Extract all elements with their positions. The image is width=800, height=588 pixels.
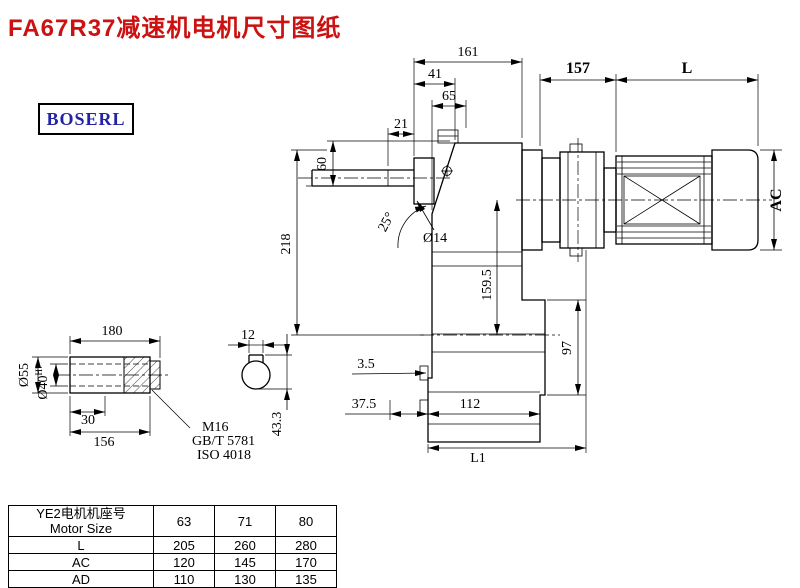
table-row-L: L 205 260 280 [8, 536, 337, 554]
dim-label-43-3: 43.3 [270, 412, 285, 437]
dim-157: 157 [539, 60, 617, 152]
dim-label-60: 60 [315, 157, 330, 171]
dim-97: 97 [547, 299, 586, 396]
dim-label-30: 30 [81, 413, 95, 428]
dim-12: 12 [228, 328, 284, 353]
dim-label-diameter-40: Ø40H7 [34, 364, 51, 400]
table-size-71: 71 [214, 505, 276, 537]
table-row-label-AC: AC [8, 553, 154, 571]
dim-3-5: 3.5 [351, 357, 427, 377]
dim-65: 65 [431, 89, 467, 210]
dim-37-5: 37.5 [345, 397, 428, 420]
table-row-label-L: L [8, 536, 154, 554]
dim-angle-25: 25° [376, 205, 427, 249]
dim-label-diameter-14: Ø14 [423, 231, 447, 246]
dim-label-3-5: 3.5 [357, 357, 375, 372]
motor-size-table: YE2电机机座号 Motor Size 63 71 80 L 205 260 2… [8, 505, 337, 588]
dim-AC: AC [760, 149, 785, 251]
shaft-detail [56, 356, 170, 394]
dim-label-angle-25: 25° [376, 210, 398, 234]
table-cell: 135 [275, 570, 337, 588]
dim-43-3: 43.3 [258, 334, 292, 436]
table-row-label-AD: AD [8, 570, 154, 588]
dim-label-diameter-55: Ø55 [17, 363, 32, 387]
table-header-en: Motor Size [49, 521, 113, 536]
table-cell: 205 [153, 536, 215, 554]
dim-diameter-55: Ø55 [17, 356, 68, 394]
dim-161: 161 [413, 45, 523, 156]
table-header-motor-size: YE2电机机座号 Motor Size [8, 505, 154, 537]
motor-assembly [420, 138, 772, 336]
dim-156: 156 [70, 396, 151, 450]
dim-label-21: 21 [394, 117, 408, 132]
table-cell: 130 [214, 570, 276, 588]
brand-logo-text: BOSERL [46, 108, 126, 129]
dim-180: 180 [69, 324, 161, 358]
key-cross-section [241, 354, 271, 390]
dim-label-97: 97 [560, 341, 575, 355]
dim-30: 30 [69, 396, 106, 436]
table-row-AD: AD 110 130 135 [8, 570, 337, 588]
dim-diameter-14: Ø14 [416, 200, 447, 246]
standard-gb-label: GB/T 5781 [192, 434, 255, 449]
table-row-AC: AC 120 145 170 [8, 553, 337, 571]
table-cell: 280 [275, 536, 337, 554]
dim-60: 60 [306, 140, 450, 187]
brand-logo: BOSERL [38, 103, 134, 135]
dim-159-5: 159.5 [480, 200, 500, 335]
dim-112: 112 [428, 397, 540, 417]
dim-label-65: 65 [442, 89, 456, 104]
table-cell: 145 [214, 553, 276, 571]
dim-L1: L1 [427, 250, 587, 466]
page-title: FA67R37减速机电机尺寸图纸 [8, 15, 342, 42]
dim-label-180: 180 [102, 324, 123, 339]
dim-label-112: 112 [460, 397, 480, 412]
dim-label-41: 41 [428, 67, 442, 82]
dim-218: 218 [279, 149, 424, 336]
table-row-header: YE2电机机座号 Motor Size 63 71 80 [8, 505, 337, 537]
dim-L: L [616, 60, 759, 146]
dim-diameter-40: Ø40H7 [34, 363, 68, 400]
dim-label-12: 12 [241, 328, 255, 343]
dim-label-156: 156 [94, 435, 115, 450]
table-size-80: 80 [275, 505, 337, 537]
dim-label-218: 218 [279, 234, 294, 255]
dim-label-AC: AC [768, 188, 785, 211]
dim-label-159-5: 159.5 [480, 269, 495, 301]
dim-21: 21 [387, 117, 414, 166]
dim-label-37-5: 37.5 [352, 397, 377, 412]
table-cell: 110 [153, 570, 215, 588]
thread-label: M16 [202, 420, 228, 435]
dim-label-157: 157 [566, 60, 590, 77]
dim-label-161: 161 [458, 45, 479, 60]
dim-label-L1: L1 [470, 451, 486, 466]
dim-label-L: L [682, 60, 693, 77]
gearbox-housing [419, 129, 546, 443]
table-header-cn: YE2电机机座号 [36, 506, 126, 521]
thread-note: M16 GB/T 5781 ISO 4018 [151, 389, 255, 463]
table-cell: 170 [275, 553, 337, 571]
dim-41: 41 [414, 67, 456, 140]
table-cell: 260 [214, 536, 276, 554]
table-size-63: 63 [153, 505, 215, 537]
table-cell: 120 [153, 553, 215, 571]
standard-iso-label: ISO 4018 [197, 448, 251, 463]
